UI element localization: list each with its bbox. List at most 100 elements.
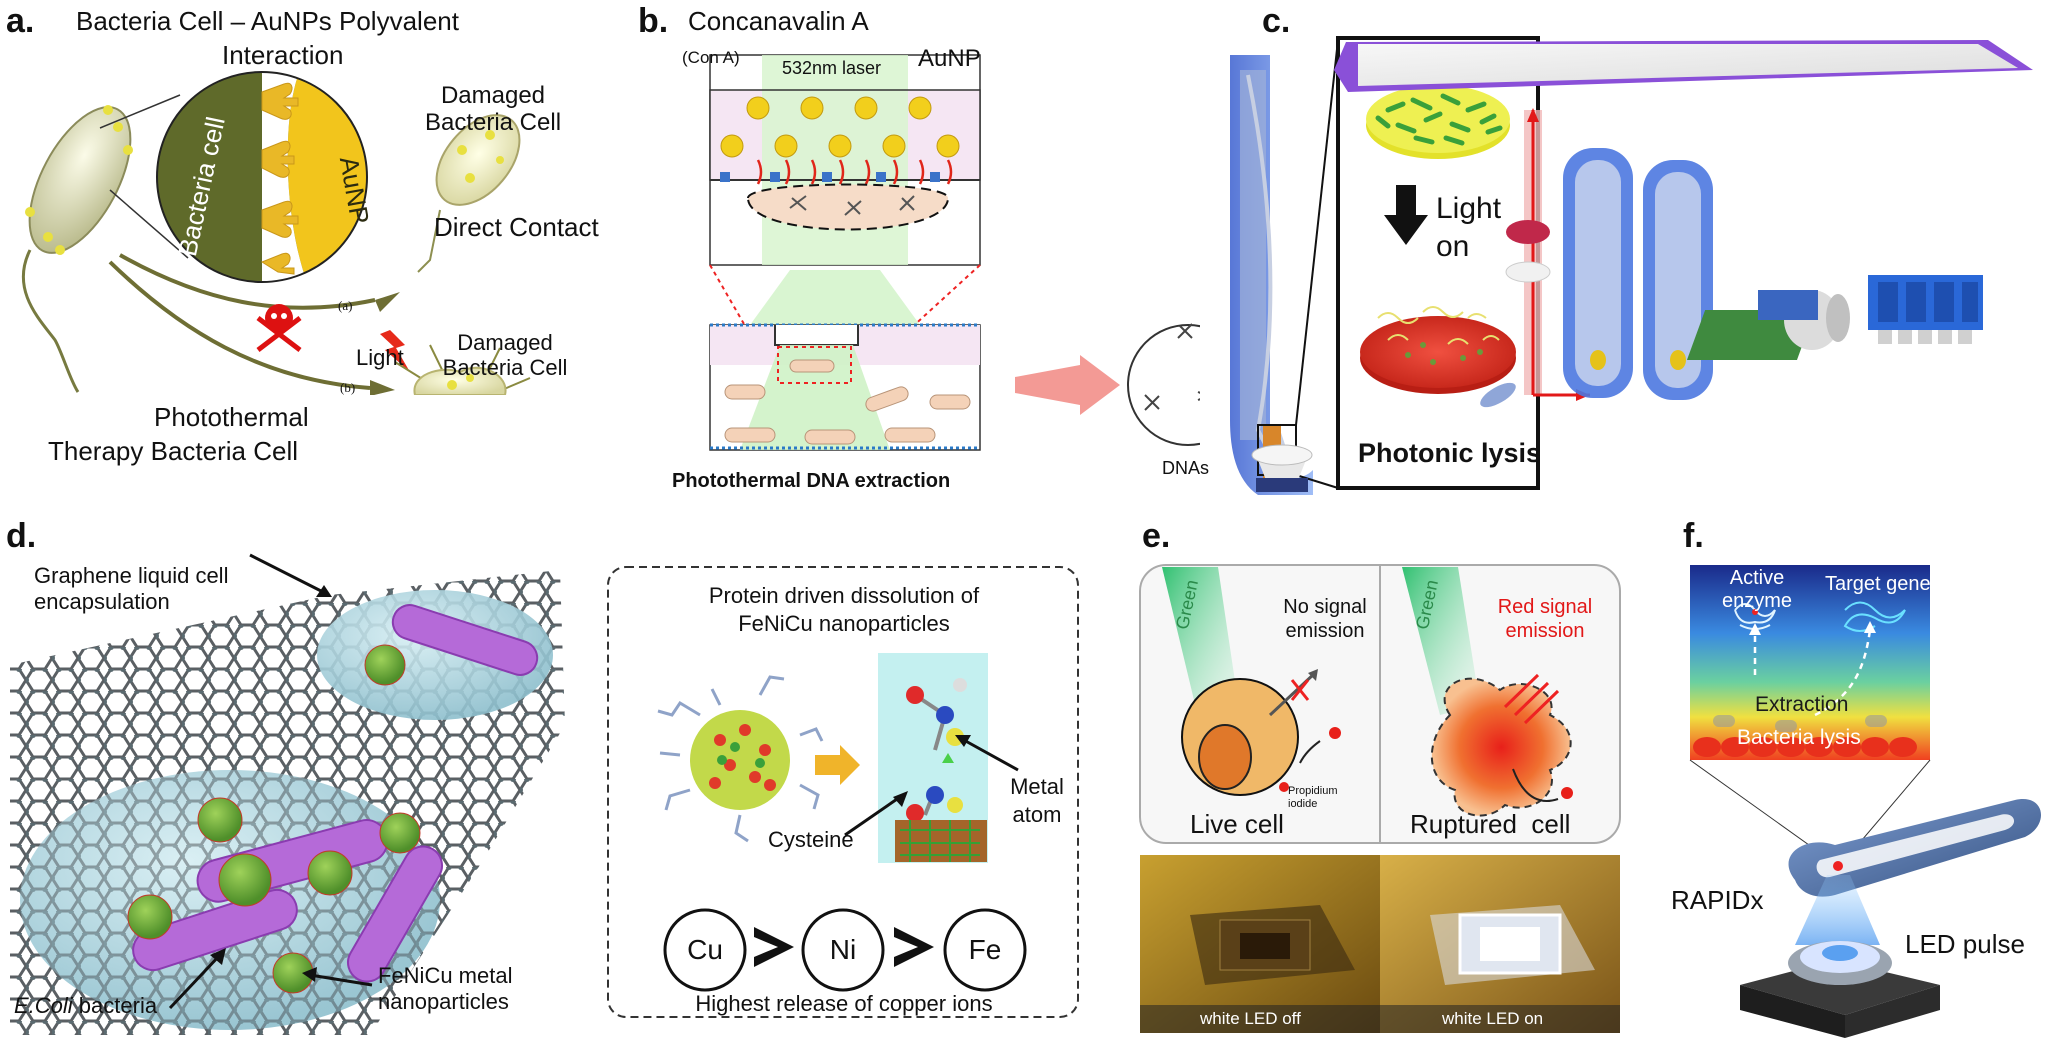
fe-circle <box>943 908 1027 992</box>
panel-d: d. Graphene liquid cell encapsulation E.… <box>0 515 1100 1038</box>
panel-a-illustration: Bacteria cell AuNP <box>21 71 531 395</box>
aunp-particles <box>720 96 960 158</box>
led-off-label: white LED off <box>1200 1009 1301 1028</box>
photonic-lysis-label: Photonic lysis <box>1358 438 1542 468</box>
nanoparticles-label-line1: FeNiCu metal <box>378 963 513 988</box>
ecoli-italic: E.Coli <box>14 993 73 1018</box>
panel-e-illustration <box>1139 564 1621 1033</box>
red-signal-label: Red signal emission <box>1497 596 1593 642</box>
panel-c: c. Light on Photonic lysis <box>1218 0 2050 500</box>
panel-b: b. Concanavalin A (Con A) 532nm laser Au… <box>630 0 1209 510</box>
direct-contact-label: Direct Contact <box>434 212 599 242</box>
target-gene-label: Target gene <box>1825 573 1931 595</box>
panel-d-label: d. <box>6 517 37 555</box>
lysed-cell <box>746 183 950 231</box>
metal-surface <box>895 820 987 862</box>
green-beam-right <box>1402 567 1480 715</box>
panel-a-title-line1: Bacteria Cell – AuNPs Polyvalent <box>76 6 459 36</box>
rapidx-chip <box>1788 799 2042 897</box>
bacteria-in-channel <box>724 359 971 445</box>
fenicu-nanoparticles <box>127 644 421 994</box>
panel-c-label: c. <box>1262 2 1291 40</box>
panel-e: e. Green Green No signal emission Red si… <box>1120 515 1640 1038</box>
propidium-dot-left <box>1329 727 1341 739</box>
led-on-label: white LED on <box>1442 1009 1544 1028</box>
device-photo-on <box>1430 905 1595 985</box>
laser-beam <box>762 55 908 265</box>
panel-a: Bacteria cell AuNP <box>0 0 630 466</box>
lysed-bacteria-row <box>1693 737 1917 757</box>
led-pulse-label: LED pulse <box>1905 929 2025 959</box>
aunp-label: AuNP <box>918 45 981 72</box>
panel-a-title-line2: Interaction <box>222 40 344 70</box>
cartridge-side-view <box>1230 55 1313 495</box>
led-device <box>1740 941 1940 1038</box>
panel-b-label: b. <box>638 2 669 40</box>
intact-bacteria-disc <box>1366 85 1510 159</box>
extraction-label: Extraction <box>1755 693 1849 716</box>
copper-release-label: Highest release of copper ions <box>695 991 993 1016</box>
greater-than-2 <box>894 927 934 967</box>
lysed-bacteria-disc <box>1360 306 1516 394</box>
dnas-label: DNAs <box>1162 458 1210 478</box>
cu-circle <box>663 908 747 992</box>
graphene-label-line1: Graphene liquid cell <box>34 563 229 588</box>
photothermal-caption: Photothermal DNA extraction <box>672 470 951 492</box>
propidium-dot-right <box>1561 787 1573 799</box>
ecoli-rest: bacteria <box>72 993 158 1018</box>
light-bolt-icon <box>380 330 410 372</box>
photothermal-label-line2: Therapy Bacteria Cell <box>48 436 298 466</box>
dna-in-cell <box>789 195 915 216</box>
path-b-label: (b) <box>340 380 356 395</box>
extraction-panel <box>1690 565 1930 760</box>
panel-b-illustration <box>709 54 1200 451</box>
path-b-arrow <box>108 260 371 390</box>
cysteine-label: Cysteine <box>768 827 854 852</box>
propidium-label: Propidium iodide <box>1288 785 1338 810</box>
fe-label: Fe <box>968 934 1002 965</box>
dna-circle <box>1127 324 1200 446</box>
ni-circle <box>801 908 885 992</box>
damaged-cell-top-label: Damaged Bacteria Cell <box>424 82 562 136</box>
ruptured-cell-label: Ruptured cell <box>1410 809 1571 839</box>
ion-release-order <box>663 908 1027 992</box>
path-a-label: (a) <box>338 298 353 313</box>
ecoli-label: E.Coli bacteria <box>14 993 157 1019</box>
bacteria-lysis-label: Bacteria lysis <box>1737 726 1861 749</box>
nanoparticles-label-line2: nanoparticles <box>378 989 509 1014</box>
box-title-line1: Protein driven dissolution of <box>708 583 980 608</box>
heat-arrows <box>756 159 953 185</box>
led-beam <box>1795 875 1880 945</box>
damaged-bacterium-top <box>417 114 521 273</box>
down-arrow-icon <box>1384 185 1428 245</box>
rapidx-label: RAPIDx <box>1671 885 1764 915</box>
panel-e-label: e. <box>1142 517 1171 555</box>
control-board <box>1686 275 1983 360</box>
bacterium-left <box>21 105 133 393</box>
live-cell-label: Live cell <box>1190 809 1284 839</box>
led-module <box>1251 444 1313 492</box>
exploded-bacterium <box>394 344 531 395</box>
con-a-label: (Con A) <box>682 48 740 67</box>
light-label: Light <box>356 345 404 370</box>
protein-coated-nanoparticle <box>657 675 824 843</box>
box-title-line2: FeNiCu nanoparticles <box>738 611 950 636</box>
panel-c-illustration <box>1230 36 2033 495</box>
extraction-arrow <box>1015 355 1120 415</box>
mirror <box>1480 382 1516 408</box>
cartridge-pair <box>1563 148 1713 400</box>
gene-icon <box>1843 601 1906 632</box>
con-a-markers <box>720 172 940 182</box>
panel-f-illustration <box>1689 565 2042 1038</box>
process-arrow <box>815 745 860 785</box>
active-enzyme-label: Active enzyme <box>1721 567 1793 612</box>
laser-label: 532nm laser <box>782 58 882 78</box>
light-on-label: Light on <box>1436 192 1502 263</box>
dissolution-box <box>607 566 1079 1018</box>
panel-f: f. Active enzyme Target gene Extraction … <box>1655 515 2050 1038</box>
greater-than-1 <box>754 927 794 967</box>
device-photo-off <box>1190 905 1355 985</box>
small-liquid-cell <box>317 590 553 720</box>
smartphone <box>1334 40 2033 92</box>
damaged-cell-bottom-label: Damaged Bacteria Cell <box>442 330 568 380</box>
